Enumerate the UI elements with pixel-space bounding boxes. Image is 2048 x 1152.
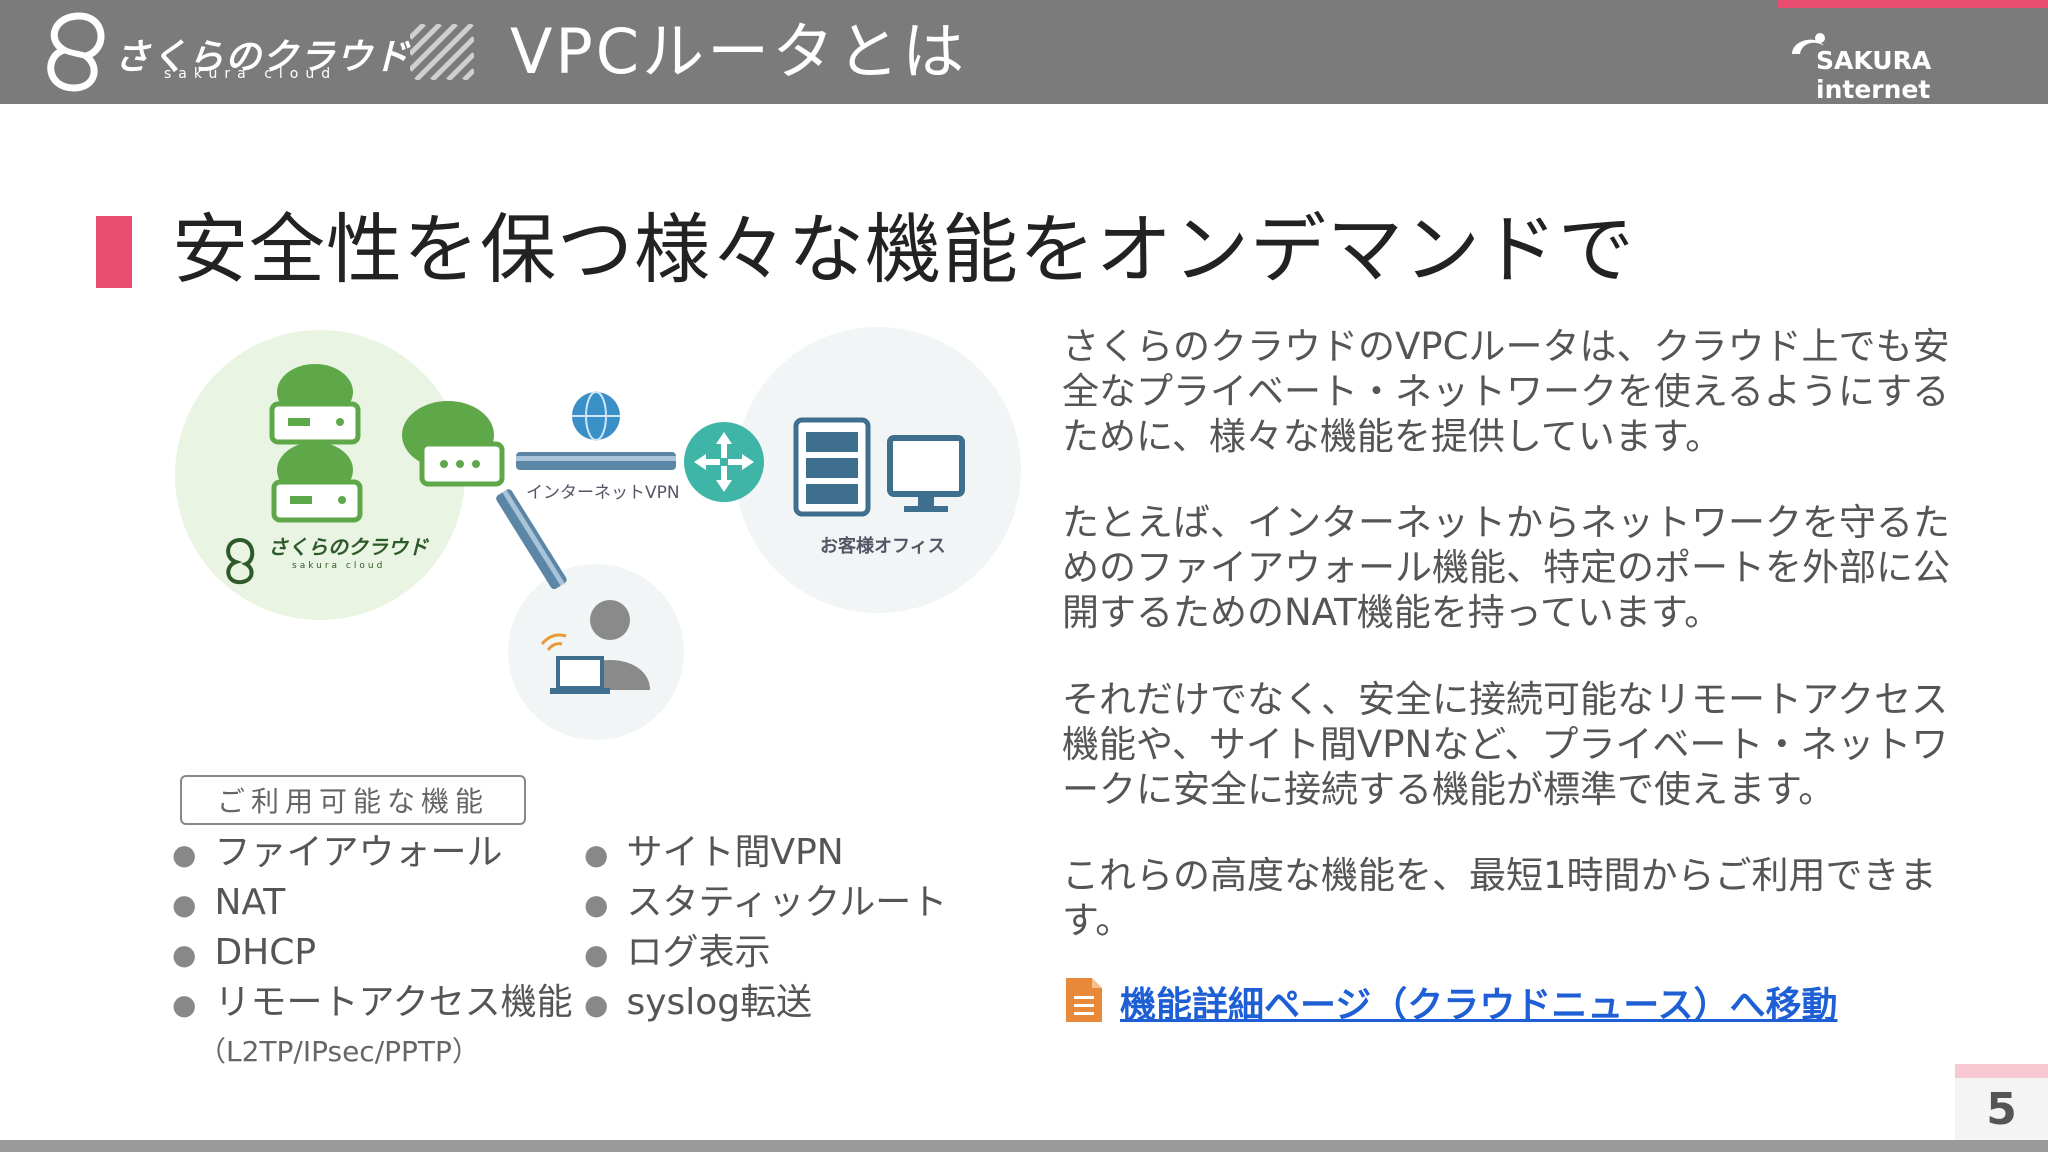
office-zone-circle: [735, 327, 1021, 613]
vpn-label: インターネットVPN: [526, 483, 680, 503]
sakura-cloud-mini-logo-icon: [226, 537, 255, 585]
heading-accent-bar: [96, 216, 132, 288]
body-paragraph: これらの高度な機能を、最短1時間からご利用できます。: [1062, 854, 1937, 942]
vpc-router-icon: [402, 401, 505, 487]
page-number-accent: [1955, 1064, 2048, 1078]
list-item: ●ログ表示: [584, 932, 771, 973]
list-item: ●syslog転送: [584, 982, 813, 1023]
office-monitor-icon: [887, 435, 965, 512]
brand-logo-text: さくらのクラウド: [114, 37, 411, 78]
remote-access-protocols-note: （L2TP/IPsec/PPTP）: [198, 1035, 480, 1068]
list-item: ●リモートアクセス機能: [172, 982, 573, 1023]
header-accent-strip: [1778, 0, 2048, 8]
page-number: 5: [1986, 1084, 2017, 1135]
list-item: ●スタティックルート: [584, 882, 948, 923]
list-item: ●DHCP: [172, 932, 317, 973]
body-paragraph: それだけでなく、安全に接続可能なリモートアクセス機能や、サイト間VPNなど、プラ…: [1062, 678, 1949, 811]
feature-list-left: ●ファイアウォール ●NAT ●DHCP ●リモートアクセス機能: [172, 828, 573, 1028]
list-item: ●NAT: [172, 882, 286, 923]
list-item: ●サイト間VPN: [584, 832, 844, 873]
internet-globe-icon: [572, 391, 620, 441]
sakura-internet-logo-icon: [1792, 33, 1825, 54]
sakura-logo-icon: [47, 12, 105, 92]
slide-title: VPCルータとは: [510, 15, 968, 88]
features-label-box: ご利用可能な機能: [180, 775, 526, 825]
header-bar: さくらのクラウド sakura cloud VPCルータとは SAKURA in…: [0, 0, 2048, 104]
section-heading: 安全性を保つ様々な機能をオンデマンドで: [172, 205, 1635, 294]
body-paragraph: さくらのクラウドのVPCルータは、クラウド上でも安全なプライベート・ネットワーク…: [1062, 325, 1950, 458]
diagram-cloud-brand-sub: sakura cloud: [292, 561, 385, 571]
remote-user-icon: [540, 600, 650, 694]
hatch-decoration: [410, 24, 474, 80]
cloud-server-icon: [269, 364, 361, 445]
remote-access-tunnel: [496, 489, 567, 590]
brand-logo-subtext: sakura cloud: [164, 66, 338, 82]
document-icon[interactable]: [1062, 974, 1106, 1026]
body-paragraph: たとえば、インターネットからネットワークを守るためのファイアウォール機能、特定の…: [1062, 501, 1950, 634]
remote-user-circle: [508, 564, 684, 740]
cloud-server-icon: [271, 442, 363, 523]
list-item: ●ファイアウォール: [172, 832, 503, 873]
diagram-cloud-brand: さくらのクラウド: [268, 535, 429, 559]
network-diagram: さくらのクラウド sakura cloud インターネットVPN お客様オフィス: [175, 327, 1021, 740]
page-number-box: [1955, 1064, 2048, 1152]
company-name: SAKURA internet: [1816, 46, 1932, 104]
footer-bar: [0, 1140, 2048, 1152]
office-server-icon: [793, 417, 871, 517]
router-icon: [684, 422, 764, 502]
feature-list-right: ●サイト間VPN ●スタティックルート ●ログ表示 ●syslog転送: [584, 828, 947, 1028]
feature-details-link[interactable]: 機能詳細ページ（クラウドニュース）へ移動: [1120, 985, 1838, 1026]
office-label: お客様オフィス: [820, 535, 946, 557]
